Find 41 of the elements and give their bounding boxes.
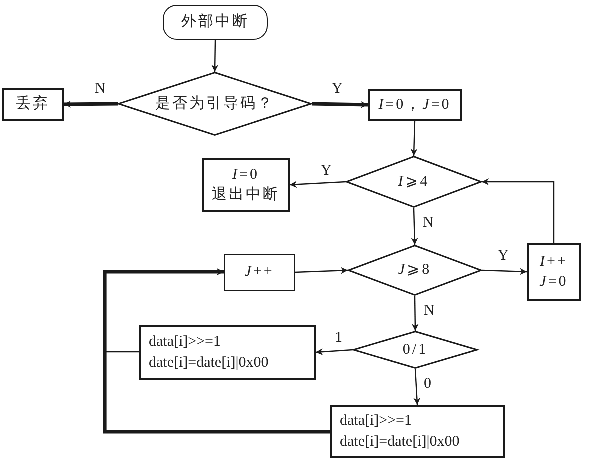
arrow bbox=[482, 268, 528, 276]
node-text: I=0，J=0 bbox=[378, 96, 452, 115]
node-text: J⩾8 bbox=[398, 261, 432, 280]
node-text: 0/1 bbox=[402, 340, 428, 360]
process-box bbox=[527, 243, 581, 301]
node-text: date[i]=date[i]|0x00 bbox=[340, 432, 460, 452]
arrow bbox=[316, 348, 354, 356]
process-box bbox=[2, 88, 64, 121]
arrow bbox=[482, 178, 555, 243]
decision-diamond bbox=[348, 245, 482, 296]
arrow bbox=[64, 100, 118, 108]
decision-diamond bbox=[353, 331, 478, 369]
node-text: data[i]>>=1 bbox=[340, 412, 412, 432]
process-box bbox=[330, 405, 505, 458]
node-text: J=0 bbox=[540, 273, 568, 292]
node-text: data[i]>>=1 bbox=[149, 333, 222, 352]
arrow bbox=[410, 120, 418, 156]
node-text: I=0 bbox=[232, 166, 260, 185]
arrow bbox=[212, 40, 219, 72]
decision-diamond bbox=[118, 72, 312, 136]
arrow bbox=[290, 181, 346, 188]
arrow bbox=[294, 267, 348, 274]
node-text: I++ bbox=[540, 252, 568, 272]
process-box bbox=[139, 325, 316, 380]
arrow bbox=[412, 296, 419, 331]
arrow bbox=[414, 368, 421, 406]
node-text: date[i]=date[i]|0x00 bbox=[149, 354, 269, 372]
start-terminal bbox=[163, 5, 268, 40]
arrow bbox=[103, 268, 330, 434]
node-text: J++ bbox=[244, 263, 274, 282]
process-box bbox=[202, 158, 290, 212]
node-text: I⩾4 bbox=[398, 172, 430, 192]
node-text: 外部中断 bbox=[182, 12, 250, 32]
process-box bbox=[224, 254, 295, 291]
decision-diamond bbox=[346, 156, 482, 208]
arrow bbox=[411, 208, 418, 246]
node-text: 丢弃 bbox=[16, 94, 50, 114]
node-text: 退出中断 bbox=[212, 186, 280, 205]
process-box bbox=[368, 89, 462, 121]
arrow bbox=[312, 101, 368, 108]
node-text: 是否为引导码？ bbox=[156, 94, 274, 114]
